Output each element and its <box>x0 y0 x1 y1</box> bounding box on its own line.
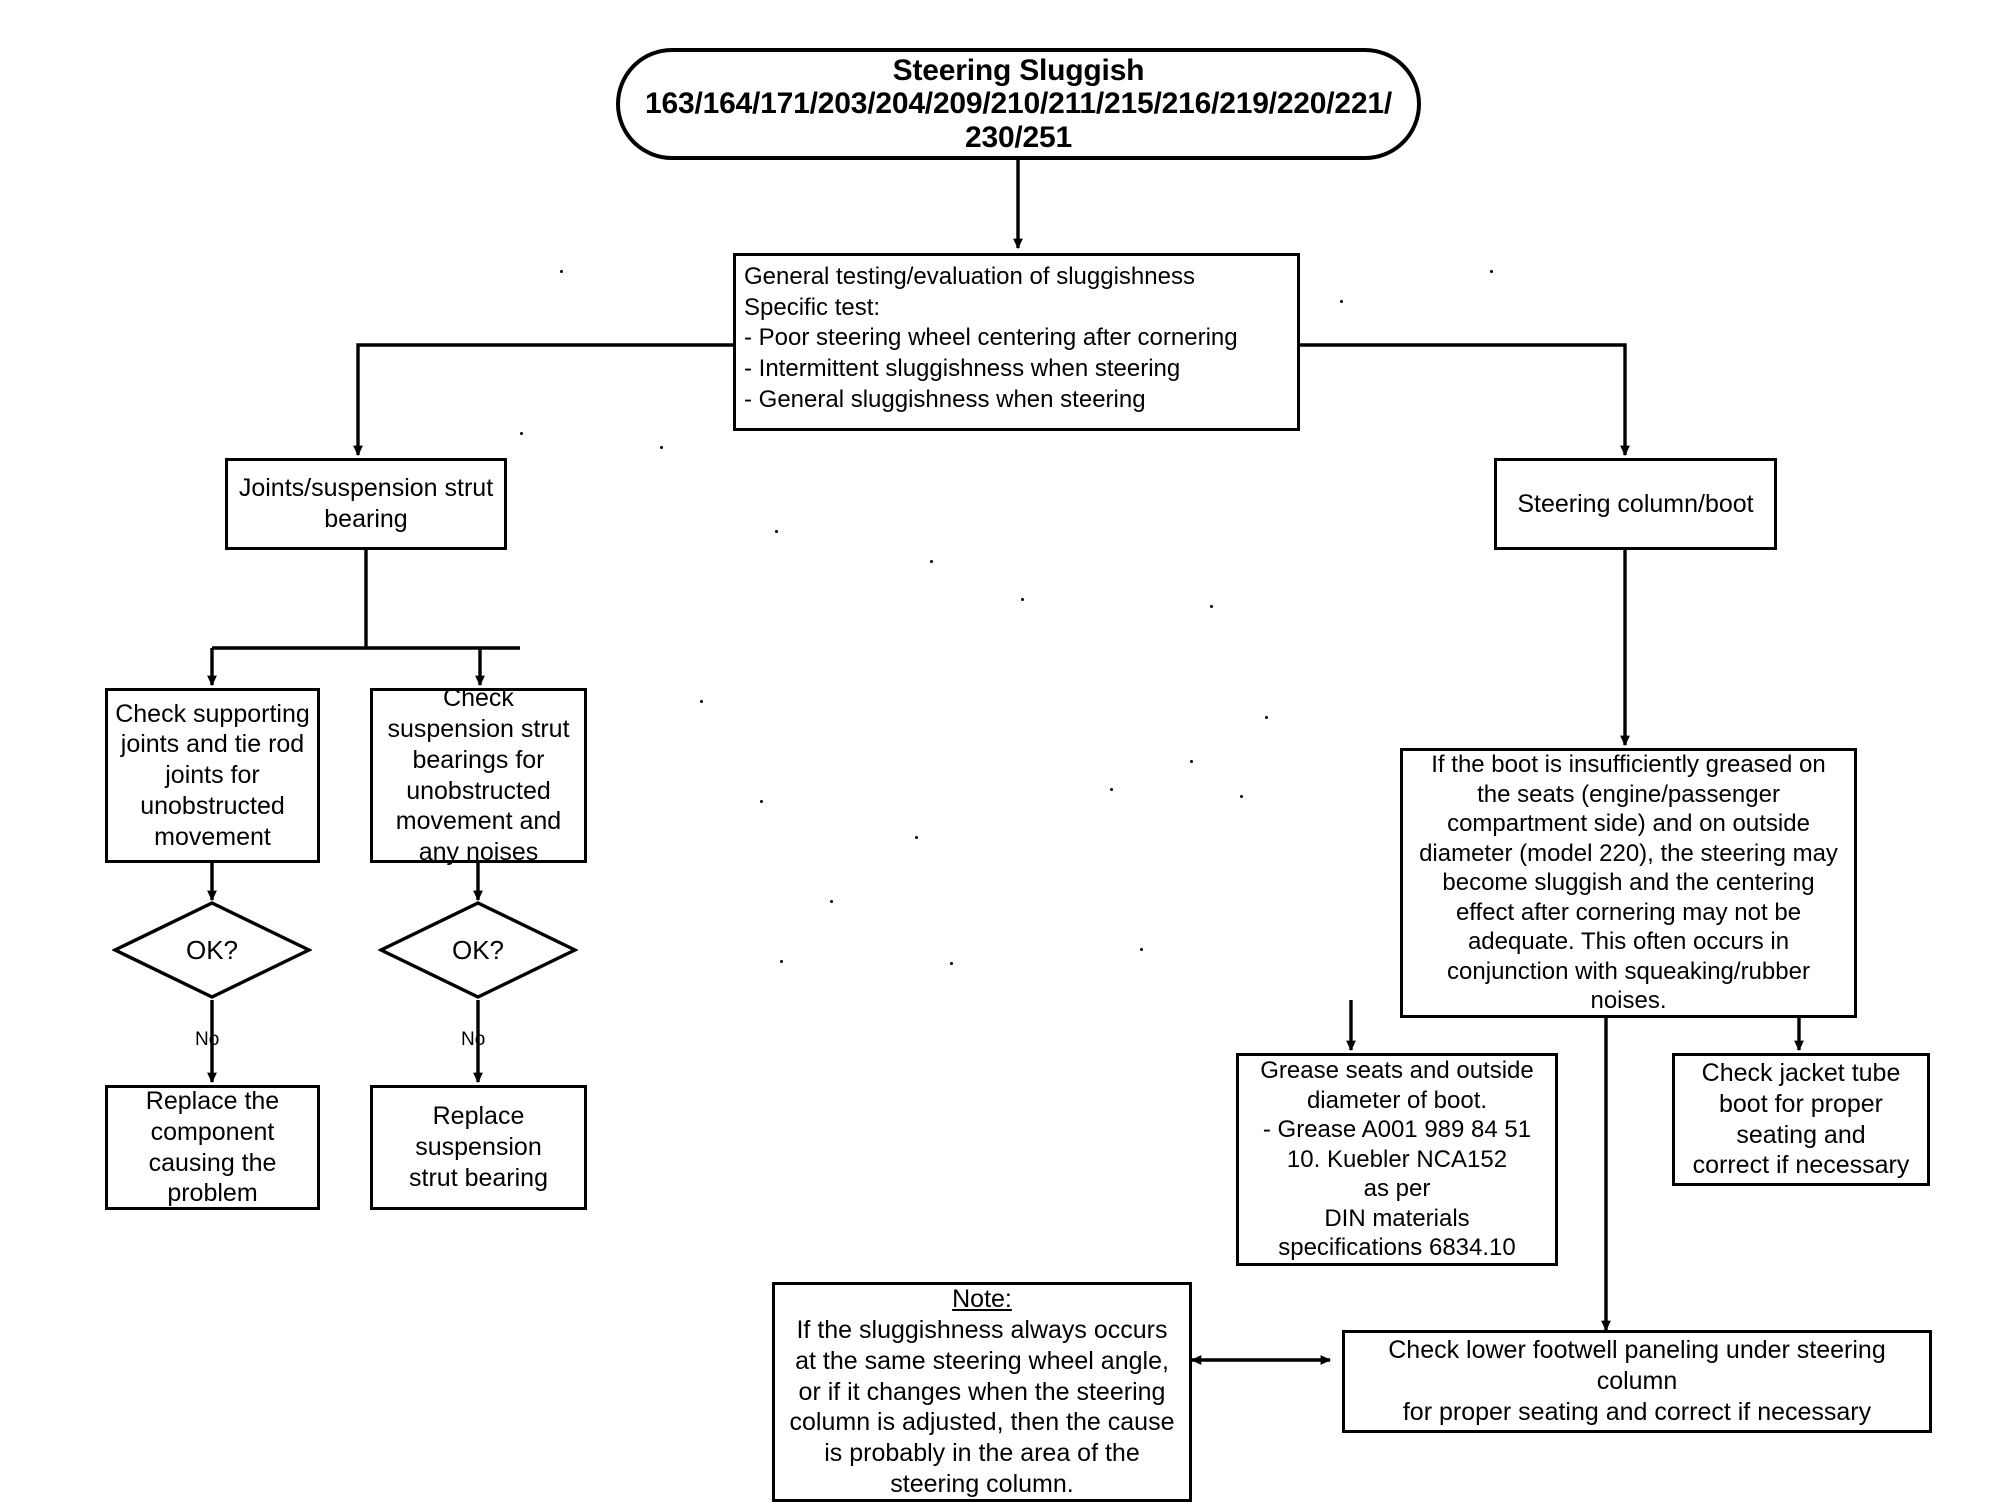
scan-speck <box>1110 788 1113 791</box>
node-steering-column-boot[interactable]: Steering column/boot <box>1494 458 1777 550</box>
note-title: Note: <box>952 1285 1012 1314</box>
node-boot-insufficiently-greased-info[interactable]: If the boot is insufficiently greased on… <box>1400 748 1857 1018</box>
scan-speck <box>930 560 933 563</box>
node-check-suspension-strut-bearings[interactable]: Check suspension strut bearings for unob… <box>370 684 587 866</box>
decision-label: OK? <box>185 934 239 965</box>
node-note[interactable]: Note: If the sluggishness always occurs … <box>772 1282 1192 1502</box>
edge-label-no-left: No <box>195 1029 220 1050</box>
scan-speck <box>1240 795 1243 798</box>
node-joints-suspension-strut-bearing[interactable]: Joints/suspension strut bearing <box>225 458 507 550</box>
scan-speck <box>520 432 523 435</box>
node-replace-suspension-strut-bearing[interactable]: Replace suspension strut bearing <box>370 1085 587 1210</box>
scan-speck <box>915 836 918 839</box>
scan-speck <box>660 446 663 449</box>
node-grease-seats-and-boot[interactable]: Grease seats and outside diameter of boo… <box>1236 1053 1558 1266</box>
node-check-supporting-joints[interactable]: Check supporting joints and tie rod join… <box>105 688 320 863</box>
node-decision-ok-left[interactable]: OK? <box>112 900 312 1000</box>
scan-speck <box>1340 300 1343 303</box>
scan-speck <box>1190 760 1193 763</box>
scan-speck <box>700 700 703 703</box>
node-start-steering-sluggish[interactable]: Steering Sluggish 163/164/171/203/204/20… <box>616 48 1421 160</box>
scan-speck <box>1210 605 1213 608</box>
scan-speck <box>760 800 763 803</box>
diamond-shape-icon <box>378 901 578 999</box>
scan-speck <box>560 270 563 273</box>
scan-speck <box>775 530 778 533</box>
scan-speck <box>830 900 833 903</box>
node-check-lower-footwell-paneling[interactable]: Check lower footwell paneling under stee… <box>1342 1330 1932 1433</box>
scan-speck <box>1021 598 1024 601</box>
node-decision-ok-right[interactable]: OK? <box>378 900 578 1000</box>
scan-speck <box>950 962 953 965</box>
node-check-jacket-tube-boot[interactable]: Check jacket tube boot for proper seatin… <box>1672 1053 1930 1186</box>
scan-speck <box>780 960 783 963</box>
note-body: If the sluggishness always occurs at the… <box>789 1316 1175 1498</box>
scan-speck <box>1490 270 1493 273</box>
node-replace-component[interactable]: Replace the component causing the proble… <box>105 1085 320 1210</box>
node-general-testing[interactable]: General testing/evaluation of sluggishne… <box>733 253 1300 431</box>
decision-label: OK? <box>451 934 505 965</box>
scan-speck <box>1140 948 1143 951</box>
scan-speck <box>1265 716 1268 719</box>
edge-label-no-right: No <box>461 1029 486 1050</box>
diamond-shape-icon <box>112 901 312 999</box>
